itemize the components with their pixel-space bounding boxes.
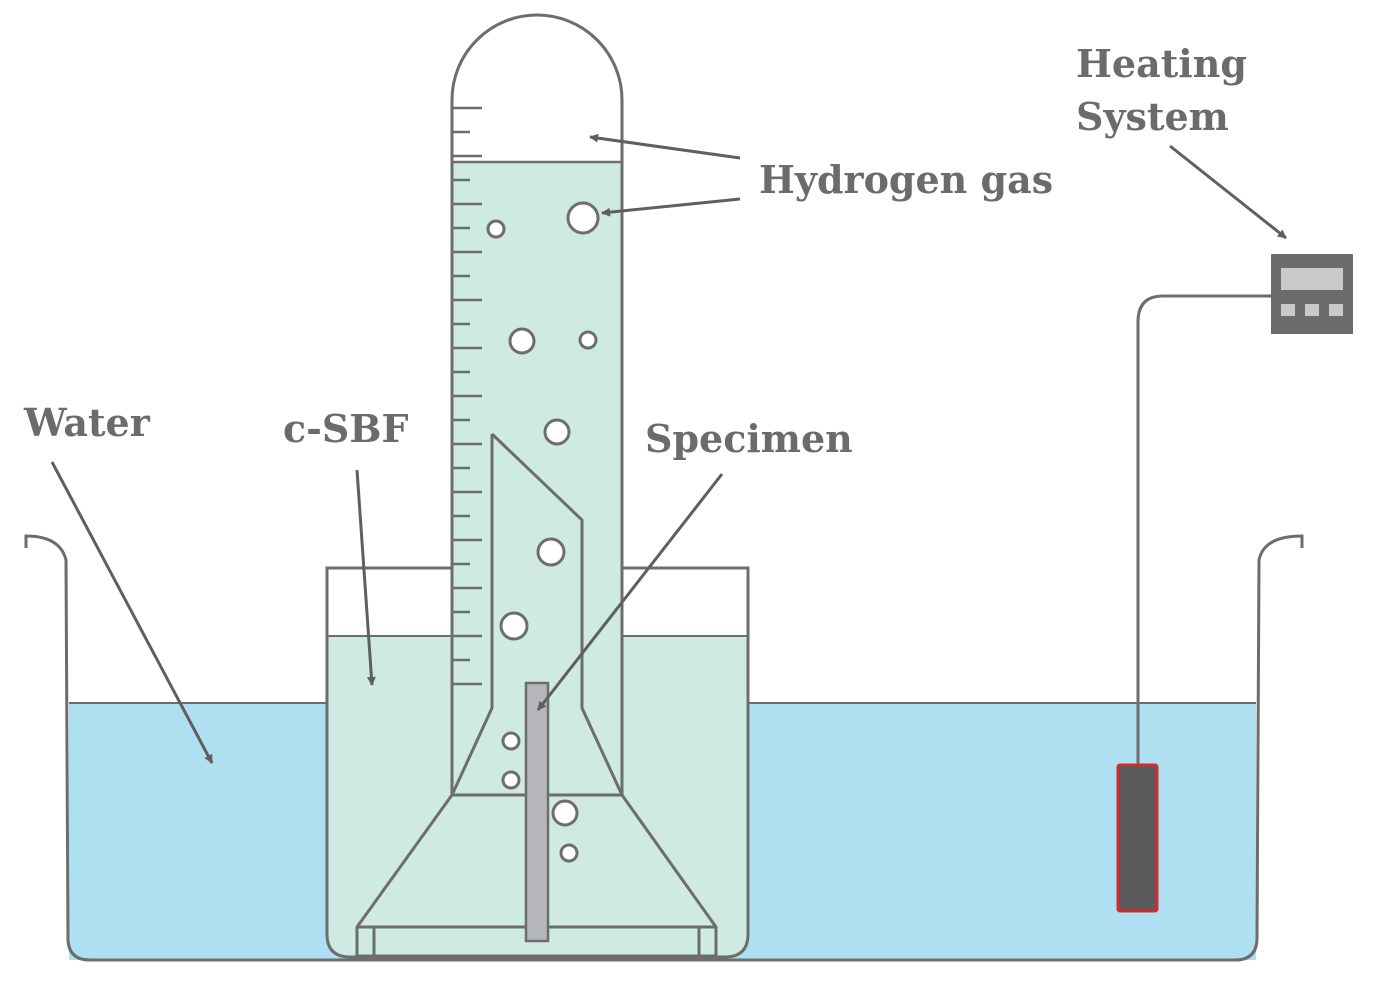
arrow-hydrogen-bubble bbox=[601, 197, 741, 217]
bubble bbox=[578, 330, 598, 350]
arrow-heating bbox=[1169, 144, 1287, 240]
temperature-controller-icon bbox=[1271, 254, 1353, 334]
bubble bbox=[501, 770, 521, 790]
cylinder-outline bbox=[450, 13, 624, 795]
label-csbf: c-SBF bbox=[283, 406, 408, 451]
arrow-specimen bbox=[536, 473, 724, 711]
bubble bbox=[559, 843, 579, 863]
label-hydrogen-gas: Hydrogen gas bbox=[759, 157, 1053, 202]
cylinder-white-mask bbox=[453, 568, 621, 636]
label-water: Water bbox=[23, 400, 151, 445]
arrow-csbf bbox=[355, 469, 376, 686]
graduation-scale bbox=[453, 106, 482, 686]
label-specimen: Specimen bbox=[645, 416, 853, 461]
beaker-outline bbox=[325, 566, 750, 959]
heater-cable bbox=[1136, 294, 1271, 765]
bubble bbox=[508, 327, 536, 355]
bubble bbox=[486, 219, 506, 239]
heating-system bbox=[1116, 254, 1353, 913]
arrow-water bbox=[50, 461, 214, 764]
bubble bbox=[566, 201, 600, 235]
immersion-heater-icon bbox=[1116, 763, 1159, 913]
funnel-cone-outline bbox=[355, 794, 718, 958]
label-heating: Heating bbox=[1076, 41, 1247, 86]
bath-outline bbox=[24, 534, 1304, 962]
bubble bbox=[551, 799, 579, 827]
bubble bbox=[543, 418, 571, 446]
specimen-bar bbox=[524, 681, 550, 943]
bubble bbox=[501, 731, 521, 751]
bubble bbox=[536, 537, 566, 567]
label-arrows bbox=[50, 133, 1287, 764]
hydrogen-bubbles bbox=[486, 201, 600, 863]
label-system: System bbox=[1076, 94, 1229, 139]
arrow-hydrogen-top bbox=[589, 133, 741, 160]
bubble bbox=[499, 611, 529, 641]
